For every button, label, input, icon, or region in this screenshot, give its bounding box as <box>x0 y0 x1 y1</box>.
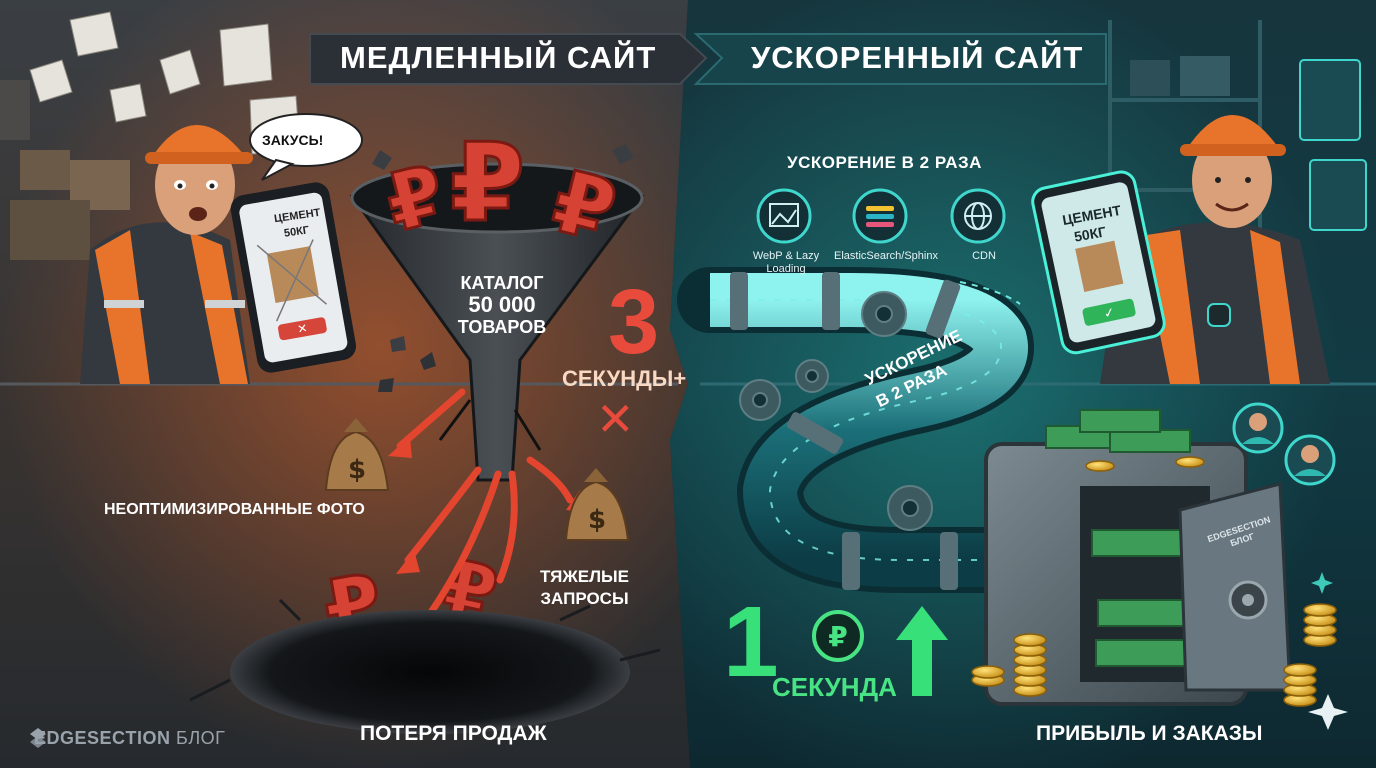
speech-bubble-text: ЗАКУСЬ! <box>262 132 324 148</box>
slow-site-title: МЕДЛЕННЫЙ САЙТ <box>340 40 657 75</box>
sparkle-icon <box>1308 694 1348 730</box>
sales-loss-caption: ПОТЕРЯ ПРОДАЖ <box>360 722 547 745</box>
funnel-label-line3: ТОВАРОВ <box>457 317 547 337</box>
gears <box>739 291 933 531</box>
brand-logo-name: EDGESECTION <box>34 728 171 748</box>
tech-label-cdn: CDN <box>972 250 996 262</box>
gold-coins <box>971 456 1337 707</box>
problem-unoptimized-photos: НЕОПТИМИЗИРОВАННЫЕ ФОТО <box>104 501 365 518</box>
money-bag-right: $ <box>564 468 630 541</box>
slow-phone: ✕ <box>230 182 357 373</box>
brand-logo: EDGESECTION БЛОГ <box>34 728 225 749</box>
problem-heavy-queries: ТЯЖЕЛЫЕ ЗАПРОСЫ <box>540 566 629 610</box>
speech-bubble <box>249 113 363 167</box>
fast-header-band <box>693 33 1107 85</box>
fast-pipeline <box>677 267 1043 593</box>
funnel-label-line1: КАТАЛОГ <box>460 273 544 293</box>
svg-text:$: $ <box>348 455 366 485</box>
boost-heading: УСКОРЕНИЕ В 2 РАЗА <box>787 153 982 172</box>
svg-text:₽: ₽ <box>450 121 525 246</box>
slow-header-band <box>309 33 708 85</box>
svg-text:$: $ <box>588 505 606 535</box>
svg-text:✕: ✕ <box>296 321 308 337</box>
fast-phone: ✓ <box>1031 170 1166 355</box>
money-safe <box>984 409 1292 706</box>
customer-avatars <box>1232 402 1336 486</box>
tech-icons <box>756 188 1006 244</box>
tech-label-webp: WebP & Lazy Loading <box>752 250 820 275</box>
profit-caption: ПРИБЫЛЬ И ЗАКАЗЫ <box>1036 722 1263 745</box>
happy-worker <box>1100 115 1330 384</box>
growth-arrow-icon <box>896 606 948 696</box>
fast-site-title: УСКОРЕННЫЙ САЙТ <box>751 40 1084 75</box>
edgesection-logo-icon <box>30 728 46 748</box>
fast-load-time-unit: СЕКУНДА <box>772 672 897 702</box>
ruble-coin-icon <box>812 610 864 662</box>
slow-load-time-unit: СЕКУНДЫ+ <box>562 366 687 391</box>
fast-load-time-number: 1 <box>723 586 779 698</box>
sales-loss-hole <box>230 610 630 734</box>
wall-monitor <box>1299 59 1361 141</box>
funnel-catalog-label: КАТАЛОГ 50 000 ТОВАРОВ <box>442 272 562 338</box>
money-bag-left: $ <box>324 418 390 491</box>
tech-label-elasticsearch: ElasticSearch/Sphinx <box>834 250 938 262</box>
heavy-queries-line1: ТЯЖЕЛЫЕ <box>540 567 629 586</box>
brand-logo-suffix: БЛОГ <box>176 728 226 748</box>
heavy-queries-line2: ЗАПРОСЫ <box>540 589 629 608</box>
fail-x-icon: ✕ <box>596 393 635 445</box>
ruble-coin-symbol: ₽ <box>828 620 847 653</box>
funnel-label-line2: 50 000 <box>468 292 536 317</box>
slow-load-time-number: 3 <box>608 271 660 373</box>
catalog-funnel <box>349 144 645 482</box>
svg-text:✓: ✓ <box>1102 305 1116 322</box>
